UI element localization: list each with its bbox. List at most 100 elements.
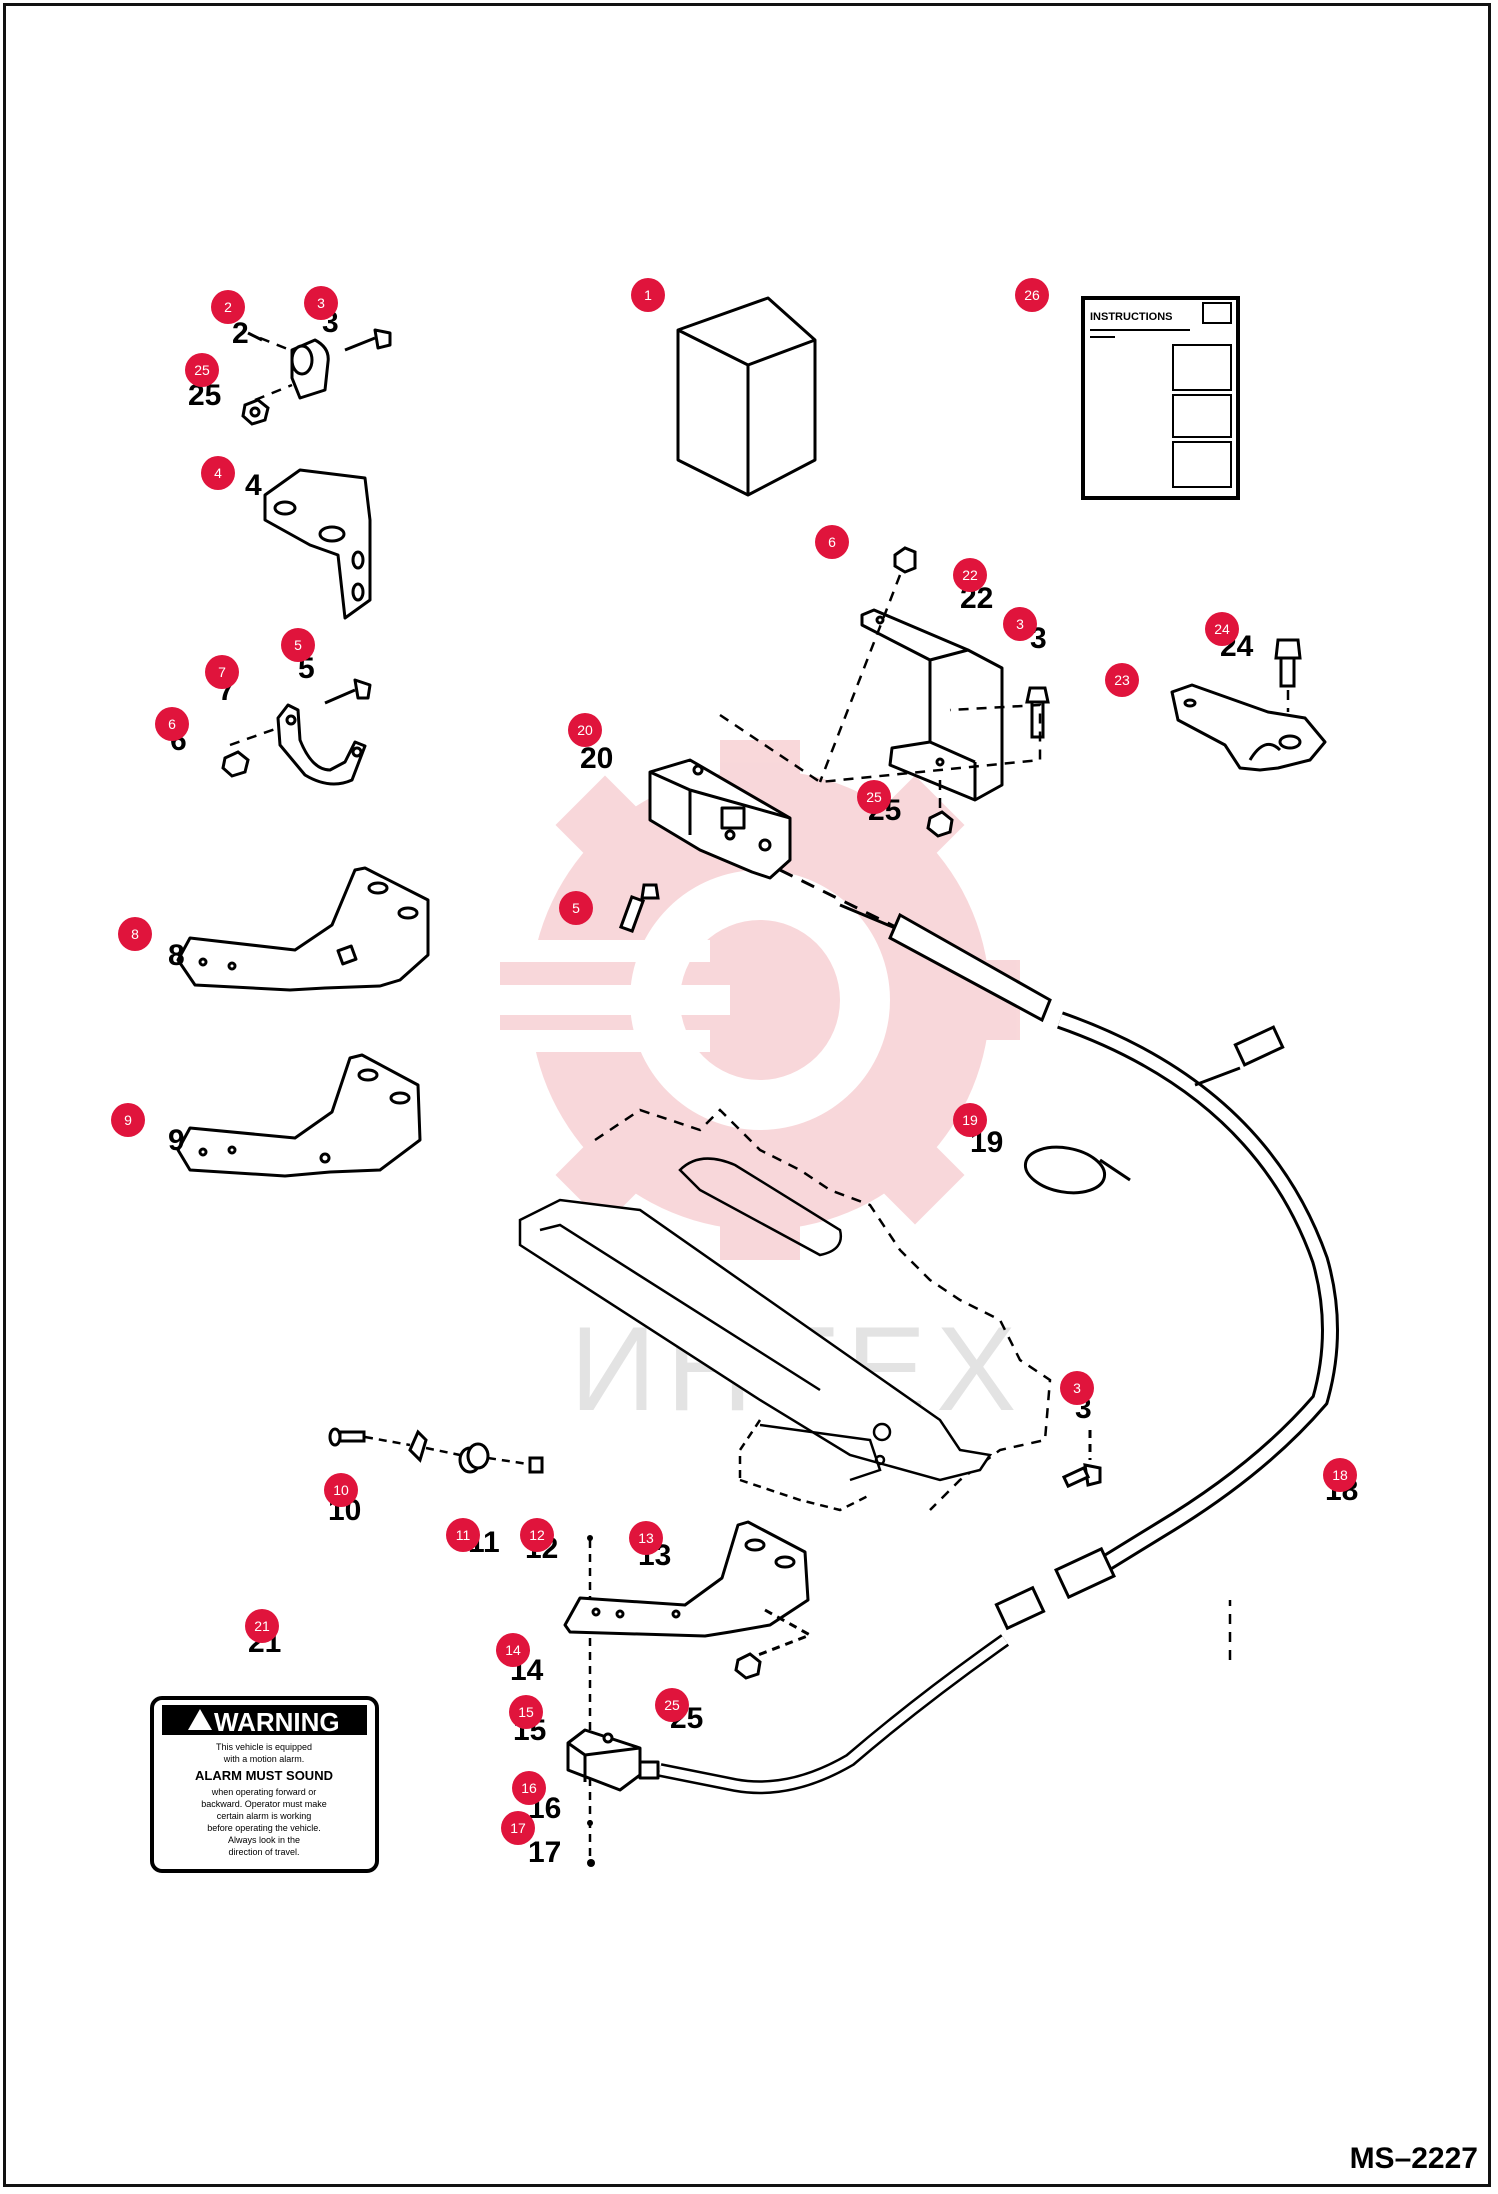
part-cable-tie [1023, 1145, 1131, 1195]
part-bracket-4 [263, 468, 372, 620]
callout-label: 12 [529, 1527, 545, 1543]
warning-line4: backward. Operator must make [201, 1799, 327, 1809]
warning-headline: ALARM MUST SOUND [195, 1768, 333, 1783]
instructions-title: INSTRUCTIONS [1090, 311, 1173, 323]
svg-text:2: 2 [232, 317, 249, 350]
svg-text:8: 8 [168, 939, 185, 972]
callout-label: 7 [218, 664, 226, 680]
callout-circle [281, 628, 315, 662]
callout-label: 17 [510, 1820, 526, 1836]
callout-label: 11 [456, 1527, 471, 1543]
callout-19: 19 [953, 1103, 987, 1137]
callout-label: 23 [1114, 672, 1130, 688]
callout-1: 1 [631, 278, 665, 312]
callout-label: 24 [1214, 621, 1230, 637]
callout-22: 22 [953, 558, 987, 592]
callout-label: 19 [962, 1112, 978, 1128]
callout-24: 24 [1205, 612, 1239, 646]
callout-circle [446, 1518, 480, 1552]
part-bracket-23 [1170, 683, 1327, 772]
svg-text:4: 4 [245, 469, 262, 502]
callout-circle [185, 353, 219, 387]
callout-17: 17 [501, 1811, 535, 1845]
warning-line5: certain alarm is working [217, 1811, 312, 1821]
part-spacer [290, 328, 392, 400]
callout-4: 4 [201, 456, 235, 490]
callout-label: 8 [131, 926, 139, 942]
callout-circle [629, 1521, 663, 1555]
callout-circle [155, 707, 189, 741]
part-sensor-15 [566, 1728, 660, 1792]
part-nut-6b [893, 546, 917, 574]
part-bracket-8 [176, 866, 430, 992]
part-clamp-7 [276, 678, 372, 786]
callout-circle [1015, 278, 1049, 312]
callout-label: 6 [828, 534, 836, 550]
callout-label: 25 [194, 362, 210, 378]
callout-circle [211, 290, 245, 324]
callout-9: 9 [111, 1103, 145, 1137]
callout-label: 26 [1024, 287, 1040, 303]
callout-circle [655, 1688, 689, 1722]
callout-5a: 5 [281, 628, 315, 662]
part-nut-25c [734, 1652, 762, 1680]
callout-13: 13 [629, 1521, 663, 1555]
part-bracket-22 [860, 608, 1004, 802]
callout-25a: 25 [185, 353, 219, 387]
callout-25c: 25 [655, 1688, 689, 1722]
part-bolt-3b [1025, 686, 1050, 739]
callout-label: 25 [664, 1697, 680, 1713]
callout-label: 10 [333, 1482, 349, 1498]
callout-label: 21 [254, 1618, 270, 1634]
callout-label: 9 [124, 1112, 132, 1128]
callout-label: 6 [168, 716, 176, 732]
callout-7: 7 [205, 655, 239, 689]
callout-circle [568, 713, 602, 747]
callout-3b: 3 [1003, 607, 1037, 641]
callout-label: 1 [644, 287, 652, 303]
callout-circle [304, 286, 338, 320]
part-screw-13 [587, 1535, 593, 1541]
callout-3c: 3 [1060, 1371, 1094, 1405]
callout-8: 8 [118, 917, 152, 951]
callout-label: 20 [577, 722, 593, 738]
callout-circle [245, 1609, 279, 1643]
callout-label: 3 [1073, 1380, 1081, 1396]
callout-16: 16 [512, 1771, 546, 1805]
callout-label: 5 [294, 637, 302, 653]
warning-line8: direction of travel. [228, 1847, 299, 1857]
callout-11: 11 [446, 1518, 480, 1552]
part-box [676, 296, 817, 497]
callout-circle [559, 891, 593, 925]
callout-label: 15 [518, 1704, 534, 1720]
callout-circle [1323, 1458, 1357, 1492]
callout-circle [1003, 607, 1037, 641]
callout-12: 12 [520, 1518, 554, 1552]
callout-label: 16 [521, 1780, 537, 1796]
callout-circle [111, 1103, 145, 1137]
drawing-frame [3, 3, 1491, 2187]
callout-23: 23 [1105, 663, 1139, 697]
callout-label: 3 [1016, 616, 1024, 632]
part-nut-12 [528, 1456, 544, 1474]
callout-circle [857, 780, 891, 814]
callout-14: 14 [496, 1633, 530, 1667]
part-bolt-24 [1274, 638, 1302, 688]
part-warning-decal: WARNING This vehicle is equipped with a … [150, 1696, 379, 1873]
callout-18: 18 [1323, 1458, 1357, 1492]
callout-circle [496, 1633, 530, 1667]
warning-line7: Always look in the [228, 1835, 300, 1845]
callout-label: 13 [638, 1530, 654, 1546]
callout-5b: 5 [559, 891, 593, 925]
callout-circle [509, 1695, 543, 1729]
callout-circle [205, 655, 239, 689]
part-bracket-14 [563, 1520, 812, 1662]
part-washer [408, 1429, 428, 1463]
callout-circle [1060, 1371, 1094, 1405]
callout-2: 2 [211, 290, 245, 324]
svg-text:17: 17 [528, 1836, 561, 1869]
callout-label: 25 [866, 789, 882, 805]
callout-20: 20 [568, 713, 602, 747]
